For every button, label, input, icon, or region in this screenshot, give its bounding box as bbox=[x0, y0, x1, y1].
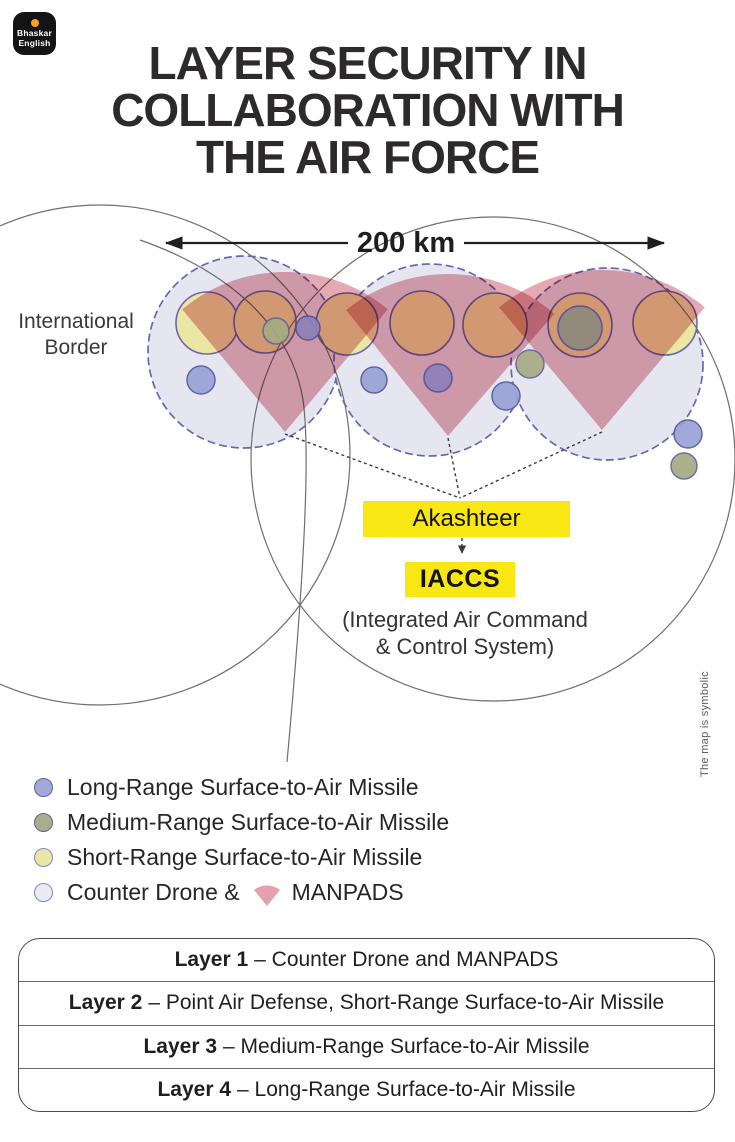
akashteer-link-line bbox=[447, 437, 461, 499]
legend: Long-Range Surface-to-Air Missile Medium… bbox=[34, 770, 449, 910]
scale-arrow: 200 km bbox=[164, 227, 666, 259]
manpads-fan bbox=[182, 272, 388, 432]
akashteer-label: Akashteer bbox=[363, 501, 570, 537]
manpads-fan bbox=[346, 273, 555, 436]
logo-sub-text: English bbox=[18, 37, 51, 48]
layers-table: Layer 1 – Counter Drone and MANPADS Laye… bbox=[18, 938, 715, 1112]
purple-missile-circle bbox=[423, 363, 453, 393]
iaccs-expansion: (Integrated Air Command & Control System… bbox=[342, 607, 588, 659]
border-curve bbox=[139, 239, 307, 763]
short-range-dot-icon bbox=[34, 848, 53, 867]
diagram-shapes bbox=[0, 204, 735, 763]
outer-range-ring bbox=[250, 216, 735, 702]
page-title: LAYER SECURITY IN COLLABORATION WITH THE… bbox=[0, 40, 735, 181]
legend-item-medium-range: Medium-Range Surface-to-Air Missile bbox=[34, 805, 449, 840]
scale-label: 200 km bbox=[357, 227, 455, 259]
akashteer-link-line bbox=[284, 433, 461, 499]
iaccs-label: IACCS bbox=[405, 562, 515, 597]
title-line-3: THE AIR FORCE bbox=[195, 131, 540, 183]
medium-missile-circle bbox=[262, 317, 290, 345]
manpads-fan bbox=[499, 270, 705, 430]
dark-missile-circle bbox=[557, 305, 603, 351]
map-symbolic-note: The map is symbolic bbox=[699, 671, 711, 777]
medium-missile-circle bbox=[515, 349, 545, 379]
long-missile-circle bbox=[360, 366, 388, 394]
bhaskar-english-logo: Bhaskar English bbox=[13, 12, 56, 55]
title-line-1: LAYER SECURITY IN bbox=[148, 37, 588, 89]
legend-item-counter-drone-manpads: Counter Drone & MANPADS bbox=[34, 875, 449, 910]
logo-sun-icon bbox=[30, 19, 39, 27]
counter-drone-dot-icon bbox=[34, 883, 53, 902]
international-border-label: International Border bbox=[18, 310, 134, 359]
air-defense-diagram: 200 km bbox=[0, 204, 735, 763]
manpads-fan-icon bbox=[253, 884, 280, 906]
table-row-layer-1: Layer 1 – Counter Drone and MANPADS bbox=[174, 948, 559, 972]
table-row-layer-4: Layer 4 – Long-Range Surface-to-Air Miss… bbox=[19, 1067, 714, 1111]
logo-brand-text: Bhaskar bbox=[17, 28, 52, 38]
medium-missile-circle bbox=[670, 452, 698, 480]
table-row-layer-2: Layer 2 – Point Air Defense, Short-Range… bbox=[19, 981, 714, 1024]
medium-range-dot-icon bbox=[34, 813, 53, 832]
table-row-layer-3: Layer 3 – Medium-Range Surface-to-Air Mi… bbox=[19, 1024, 714, 1068]
long-missile-circle bbox=[491, 381, 521, 411]
long-missile-circle bbox=[186, 365, 216, 395]
legend-item-long-range: Long-Range Surface-to-Air Missile bbox=[34, 770, 449, 805]
akashteer-link-line bbox=[459, 431, 603, 499]
legend-item-short-range: Short-Range Surface-to-Air Missile bbox=[34, 840, 449, 875]
purple-missile-circle bbox=[295, 315, 321, 341]
title-line-2: COLLABORATION WITH bbox=[111, 84, 625, 136]
long-range-dot-icon bbox=[34, 778, 53, 797]
outer-range-ring bbox=[0, 204, 351, 706]
long-missile-circle bbox=[673, 419, 703, 449]
